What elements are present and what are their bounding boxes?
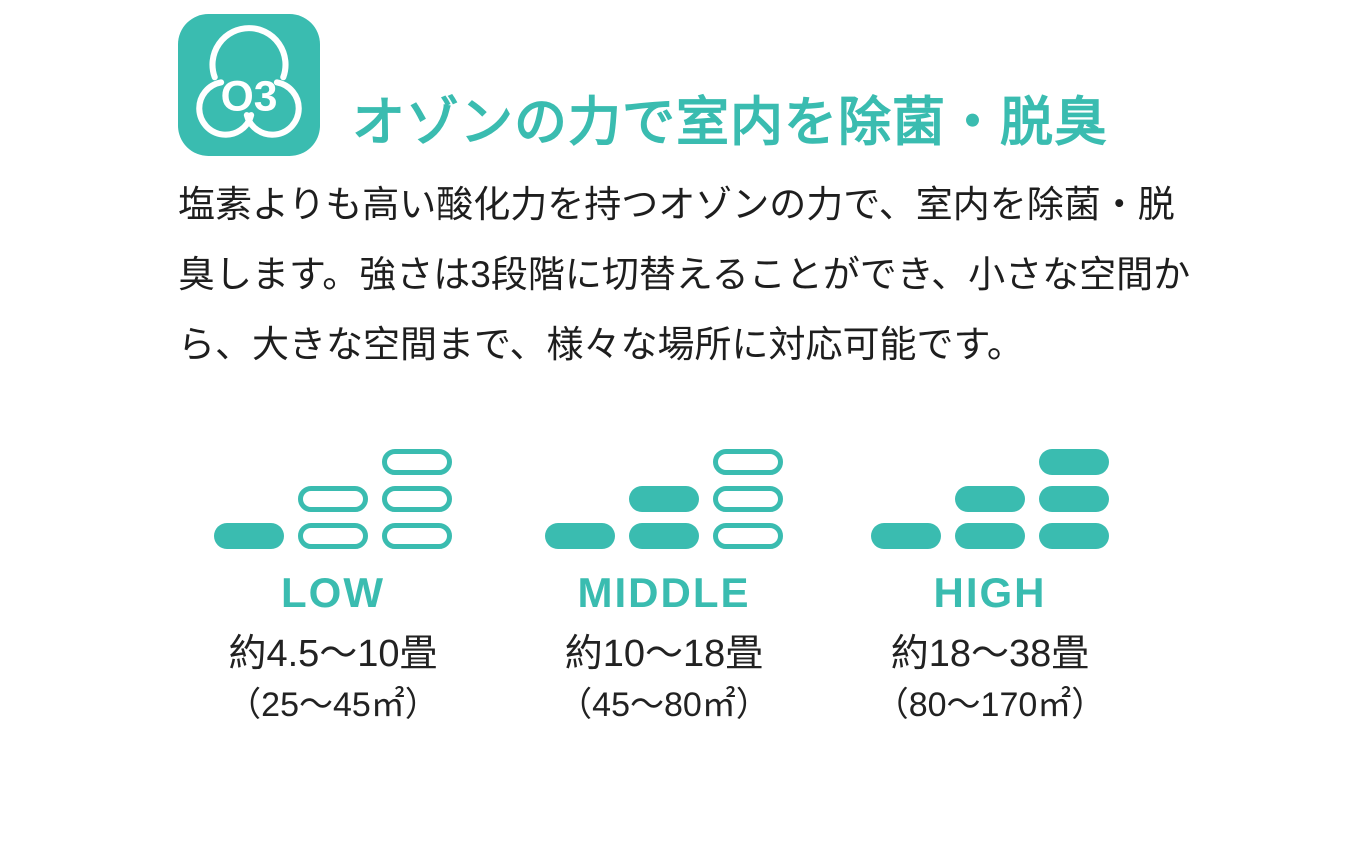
- level-bars-graphic: [850, 448, 1130, 549]
- outline-pill: [713, 523, 783, 549]
- description-line-3: ら、大きな空間まで、様々な場所に対応可能です。: [178, 324, 1024, 365]
- level-tatami-range: 約10〜18畳: [564, 633, 764, 676]
- level-sqm-range: （25〜45㎡）: [227, 685, 439, 724]
- bar-column-2: [629, 486, 699, 549]
- ozone-icon-label: O3: [221, 72, 278, 120]
- level-sqm-range: （80〜170㎡）: [874, 685, 1106, 724]
- level-name-label: HIGH: [933, 569, 1047, 616]
- level-middle: MIDDLE 約10〜18畳 （45〜80㎡）: [524, 448, 804, 724]
- ozone-left-circle: [196, 79, 255, 138]
- ozone-top-circle: [209, 25, 289, 81]
- filled-pill: [871, 523, 941, 549]
- description-paragraph: 塩素よりも高い酸化力を持つオゾンの力で、室内を除菌・脱 臭します。強さは3段階に…: [178, 170, 1208, 380]
- level-tatami-range: 約4.5〜10畳: [228, 633, 438, 676]
- level-bars-graphic: [524, 448, 804, 549]
- filled-pill: [1039, 449, 1109, 475]
- bar-column-2: [955, 486, 1025, 549]
- outline-pill: [382, 449, 452, 475]
- level-name-label: LOW: [281, 569, 385, 616]
- filled-pill: [1039, 523, 1109, 549]
- level-high: HIGH 約18〜38畳 （80〜170㎡）: [850, 448, 1130, 724]
- ozone-levels: LOW 約4.5〜10畳 （25〜45㎡） MIDDLE 約10〜18畳 （45〜80㎡）…: [0, 448, 1360, 748]
- ozone-molecule-icon: O3: [178, 14, 320, 156]
- bar-column-1: [214, 523, 284, 549]
- level-sqm-range: （45〜80㎡）: [558, 685, 770, 724]
- bar-column-3: [1039, 449, 1109, 549]
- bar-column-3: [713, 449, 783, 549]
- filled-pill: [955, 523, 1025, 549]
- filled-pill: [214, 523, 284, 549]
- outline-pill: [298, 523, 368, 549]
- filled-pill: [955, 486, 1025, 512]
- level-name-label: MIDDLE: [577, 569, 751, 616]
- filled-pill: [629, 486, 699, 512]
- outline-pill: [382, 523, 452, 549]
- description-line-2: 臭します。強さは3段階に切替えることができ、小さな空間か: [178, 254, 1191, 295]
- filled-pill: [629, 523, 699, 549]
- page-title: オゾンの力で室内を除菌・脱臭: [352, 93, 1108, 152]
- bar-column-1: [545, 523, 615, 549]
- level-bars-graphic: [193, 448, 473, 549]
- description-line-1: 塩素よりも高い酸化力を持つオゾンの力で、室内を除菌・脱: [178, 184, 1175, 225]
- bar-column-1: [871, 523, 941, 549]
- outline-pill: [382, 486, 452, 512]
- filled-pill: [1039, 486, 1109, 512]
- outline-pill: [713, 449, 783, 475]
- level-low: LOW 約4.5〜10畳 （25〜45㎡）: [193, 448, 473, 724]
- outline-pill: [713, 486, 783, 512]
- ozone-right-circle: [243, 79, 302, 138]
- bar-column-2: [298, 486, 368, 549]
- outline-pill: [298, 486, 368, 512]
- level-tatami-range: 約18〜38畳: [890, 633, 1090, 676]
- filled-pill: [545, 523, 615, 549]
- bar-column-3: [382, 449, 452, 549]
